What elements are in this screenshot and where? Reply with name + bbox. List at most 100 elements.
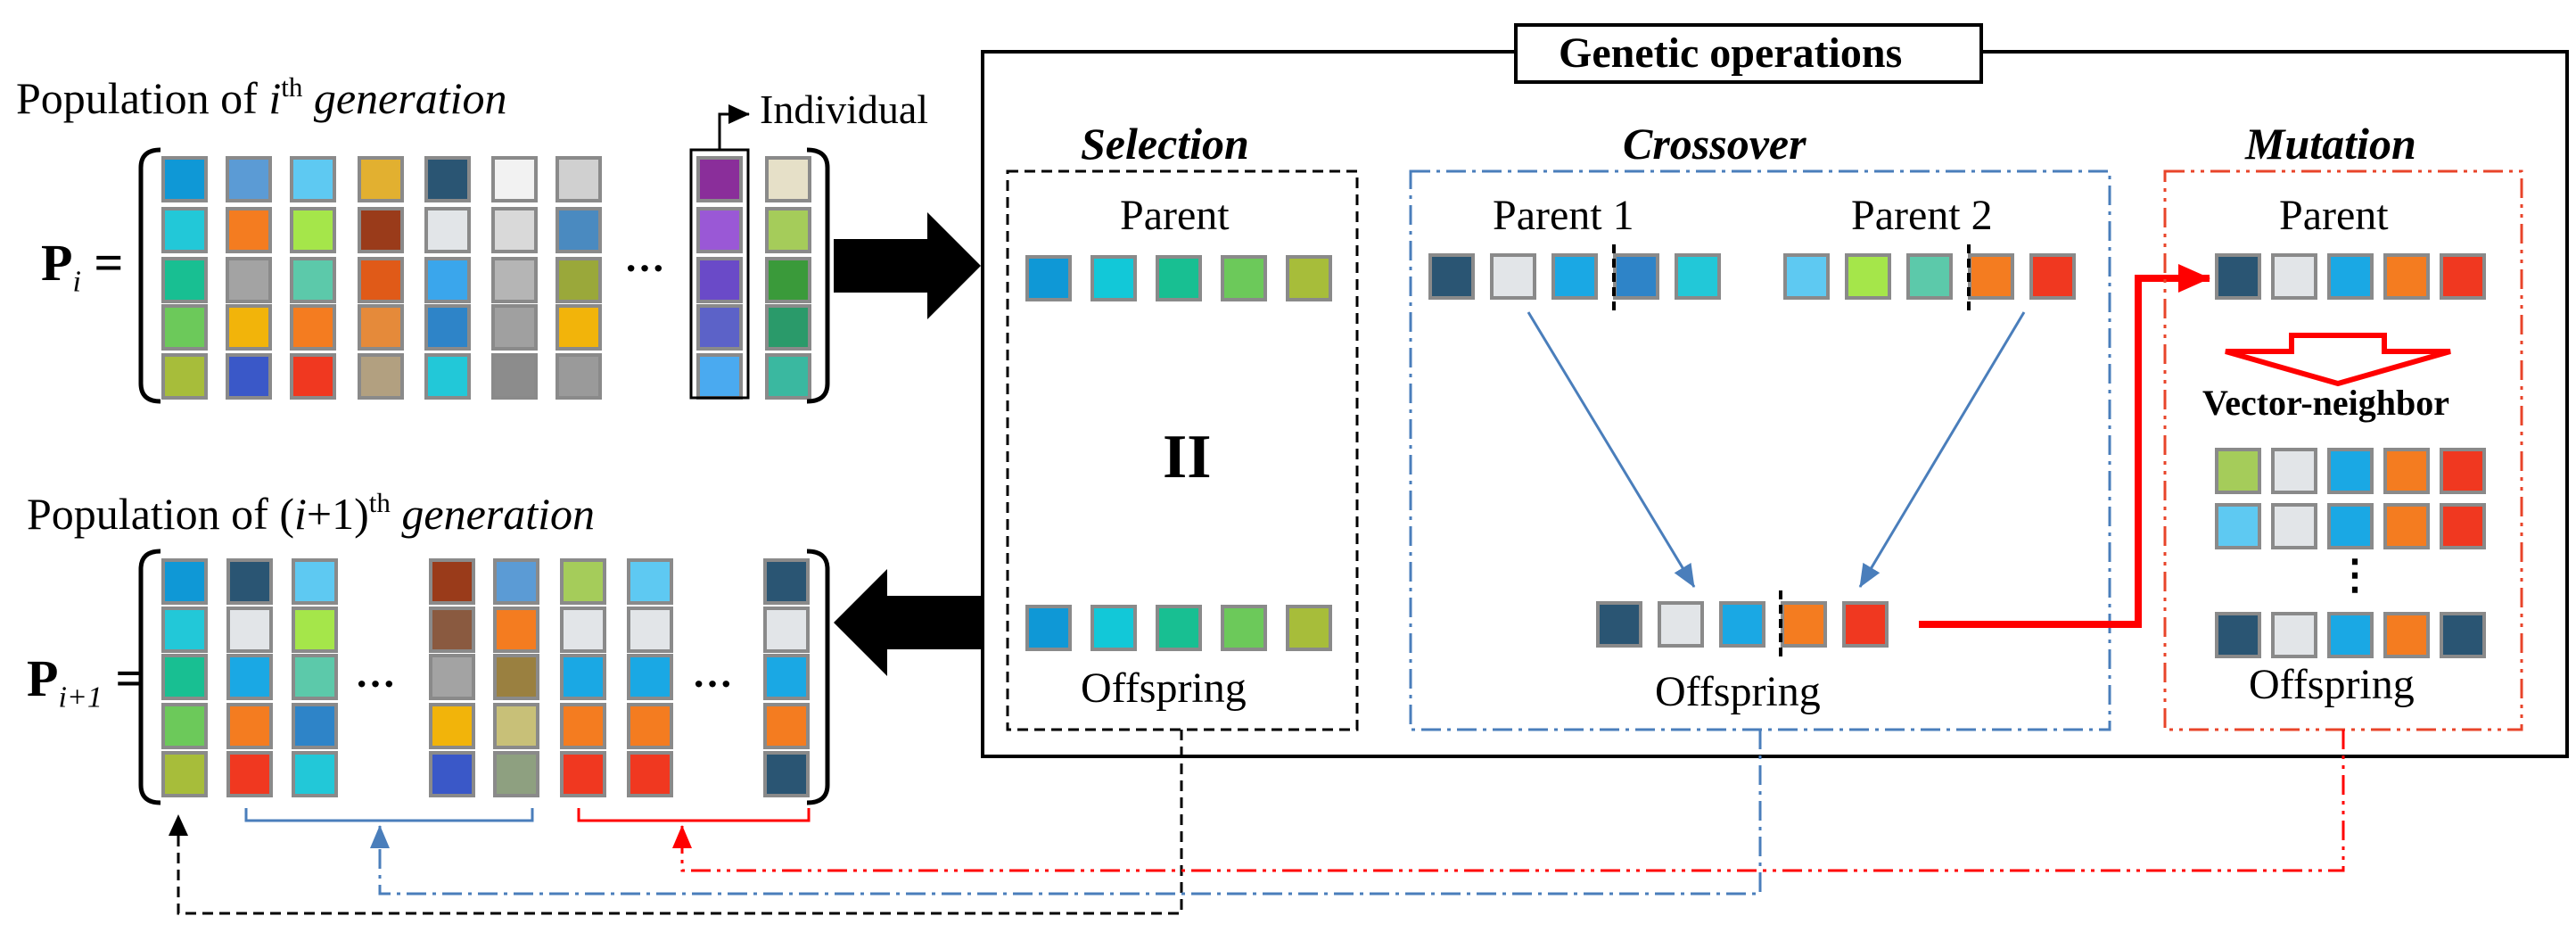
gene-square — [292, 703, 338, 749]
gene-square — [161, 156, 208, 202]
gene-square — [226, 257, 272, 303]
gene-square — [161, 654, 208, 700]
gene-square — [358, 156, 404, 202]
gene-square — [429, 703, 475, 749]
selection-offspring-gene — [1025, 605, 1072, 651]
mutation-neighbor-gene — [2440, 612, 2486, 658]
gene-square — [765, 304, 811, 351]
gene-square — [765, 207, 811, 253]
selection-parent-gene — [1221, 255, 1267, 301]
crossover-parent1-gene — [1675, 253, 1721, 300]
gene-square — [424, 353, 471, 400]
mutation-neighbor-gene — [2215, 612, 2261, 658]
mutation-neighbor-gene — [2215, 503, 2261, 549]
gene-square — [560, 703, 606, 749]
mutation-neighbor-gene — [2383, 612, 2430, 658]
crossover-parent2-gene — [1906, 253, 1953, 300]
crossover-offspring-label: Offspring — [1655, 668, 1821, 715]
gene-square — [290, 257, 336, 303]
crossover-offspring-gene — [1658, 601, 1704, 648]
gene-square — [556, 156, 602, 202]
gene-square — [627, 654, 673, 700]
matrix-next-right-bracket — [806, 549, 830, 805]
selection-box — [1006, 169, 1359, 731]
gene-square — [424, 156, 471, 202]
gene-square — [556, 353, 602, 400]
gene-square — [556, 257, 602, 303]
gene-square — [161, 257, 208, 303]
gene-square — [226, 207, 272, 253]
gene-square — [161, 207, 208, 253]
mutation-offspring-label: Offspring — [2249, 661, 2415, 708]
gene-square — [763, 654, 810, 700]
crossover-parent1-label: Parent 1 — [1493, 192, 1634, 239]
gene-square — [491, 156, 538, 202]
individual-gene — [696, 156, 743, 202]
gene-square — [161, 353, 208, 400]
crossover-group-brace — [244, 808, 534, 822]
vector-neighbor-label: Vector-neighbor — [2202, 383, 2449, 423]
crossover-arrow-right — [1858, 311, 2026, 588]
gene-square — [226, 751, 273, 797]
population-i-label: Population of ith generation — [16, 71, 507, 124]
p-i-symbol: Pi = — [41, 234, 124, 299]
population-next-label: Population of (i+1)th generation — [27, 487, 596, 540]
crossover-parent2-gene — [1783, 253, 1830, 300]
crossover-parent1-gene — [1428, 253, 1475, 300]
gene-square — [493, 654, 539, 700]
mutation-neighbor-gene — [2383, 448, 2430, 494]
gene-square — [491, 257, 538, 303]
matrix-left-bracket — [138, 147, 161, 404]
mutation-neighbor-gene — [2271, 448, 2317, 494]
gene-square — [226, 654, 273, 700]
individual-gene — [696, 257, 743, 303]
individual-gene — [696, 353, 743, 400]
crossover-parent2-gene — [1845, 253, 1891, 300]
gene-square — [491, 207, 538, 253]
gene-square — [161, 558, 208, 605]
crossover-parent1-gene — [1490, 253, 1536, 300]
gene-square — [358, 207, 404, 253]
gene-square — [358, 353, 404, 400]
ellipsis-top: ··· — [624, 245, 666, 291]
gene-square — [627, 607, 673, 653]
mutation-feedback-line — [672, 730, 2345, 872]
selection-feedback-line — [169, 730, 1183, 915]
gene-square — [226, 607, 273, 653]
selection-parent-gene — [1156, 255, 1202, 301]
gene-square — [627, 751, 673, 797]
vector-neighbor-arrow — [2225, 333, 2451, 387]
gene-square — [161, 703, 208, 749]
gene-square — [493, 751, 539, 797]
ellipsis-bottom-1: ··· — [355, 661, 397, 706]
mutation-parent-gene — [2271, 253, 2317, 300]
mutation-vdots: ⋮ — [2334, 552, 2375, 598]
gene-square — [226, 304, 272, 351]
crossover-arrow-left — [1527, 311, 1696, 588]
selection-offspring-gene — [1156, 605, 1202, 651]
mutation-parent-gene — [2440, 253, 2486, 300]
p-next-symbol: Pi+1 = — [27, 649, 145, 714]
mutation-parent-label: Parent — [2279, 192, 2389, 239]
gene-square — [226, 703, 273, 749]
selection-offspring-gene — [1286, 605, 1332, 651]
crossover-title: Crossover — [1623, 119, 1806, 169]
mutation-neighbor-gene — [2327, 612, 2374, 658]
gene-square — [161, 304, 208, 351]
gene-square — [429, 607, 475, 653]
crossover-feedback-line — [370, 730, 1762, 896]
mutation-neighbor-gene — [2327, 503, 2374, 549]
gene-square — [763, 703, 810, 749]
forward-arrow — [834, 212, 981, 319]
gene-square — [226, 353, 272, 400]
mutation-neighbor-gene — [2271, 612, 2317, 658]
gene-square — [491, 353, 538, 400]
mutation-neighbor-gene — [2327, 448, 2374, 494]
gene-square — [560, 654, 606, 700]
gene-square — [292, 654, 338, 700]
selection-parent-gene — [1090, 255, 1137, 301]
crossover-offspring-gene — [1781, 601, 1827, 648]
crossover-to-mutation-arrow — [1919, 264, 2210, 628]
